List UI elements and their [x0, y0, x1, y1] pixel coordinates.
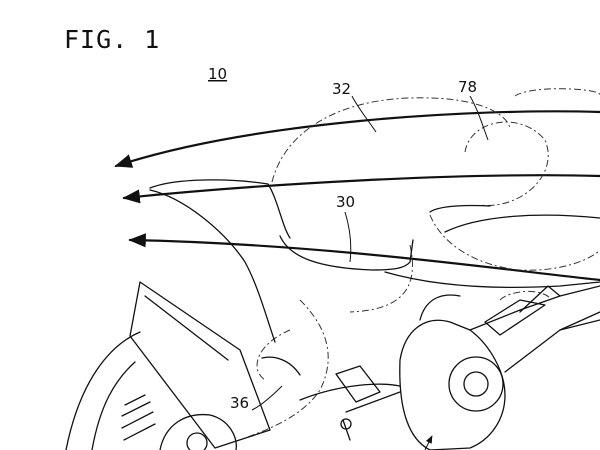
internal-contour-dashed-1 [429, 214, 600, 271]
airflow-arrow-bottom [128, 233, 600, 282]
leader-lines [251, 95, 489, 411]
pivot-inner-circle [463, 371, 489, 397]
airflow-arrows [114, 110, 600, 282]
body-outlines [65, 179, 600, 450]
internal-contour-dashed-4 [256, 329, 291, 381]
duct-opening [279, 235, 414, 271]
leader-32 [351, 95, 377, 133]
sensor-bracket [335, 365, 381, 403]
cowl-upper [149, 179, 291, 239]
pivot-outer-circle [448, 356, 504, 412]
airflow-arrow-middle [122, 174, 600, 204]
frame-spar-lower [504, 311, 600, 373]
tank-inner-dashed [464, 121, 549, 206]
front-wheel-spokes [121, 394, 156, 441]
pivot-frame [399, 319, 506, 450]
ref-label-32: 32 [332, 80, 351, 98]
small-arrow [424, 435, 433, 450]
internal-contour-dashed-5 [499, 291, 551, 301]
front-fork-block [129, 281, 271, 449]
tank-outline-dashed [514, 88, 600, 97]
internal-contour-dashed-2 [349, 244, 413, 313]
frame-rail-right [559, 319, 600, 331]
lever-rod [345, 391, 401, 413]
fairing-outline-dashed [271, 97, 511, 183]
cowl-side [149, 189, 276, 343]
lower-fairing [261, 356, 301, 376]
leader-78 [469, 95, 489, 141]
frame-wedge [484, 299, 546, 336]
ref-label-36: 36 [230, 394, 249, 412]
frame-spar [469, 285, 600, 331]
ref-label-78: 78 [458, 78, 477, 96]
lower-rail [299, 383, 401, 401]
ref-label-10: 10 [208, 65, 227, 83]
fork-tube [144, 295, 229, 361]
fairing-lower-line [384, 271, 600, 288]
fairing-right-line [444, 214, 600, 233]
leader-36 [251, 385, 283, 411]
front-wheel-inner [91, 361, 136, 450]
front-hub-circle [186, 432, 208, 450]
internal-contour-dashed-3 [239, 299, 329, 441]
frame-bracket [519, 285, 561, 313]
hidden-contours [239, 88, 600, 441]
figure-title: FIG. 1 [64, 25, 160, 54]
front-hub-outer [159, 413, 237, 450]
airflow-arrow-top [114, 110, 600, 168]
leader-30 [344, 211, 352, 263]
ref-label-30: 30 [336, 193, 355, 211]
pivot-link [419, 294, 461, 321]
duct-edge [429, 204, 491, 213]
lever-arm [342, 419, 351, 441]
front-wheel-outer [65, 331, 141, 450]
